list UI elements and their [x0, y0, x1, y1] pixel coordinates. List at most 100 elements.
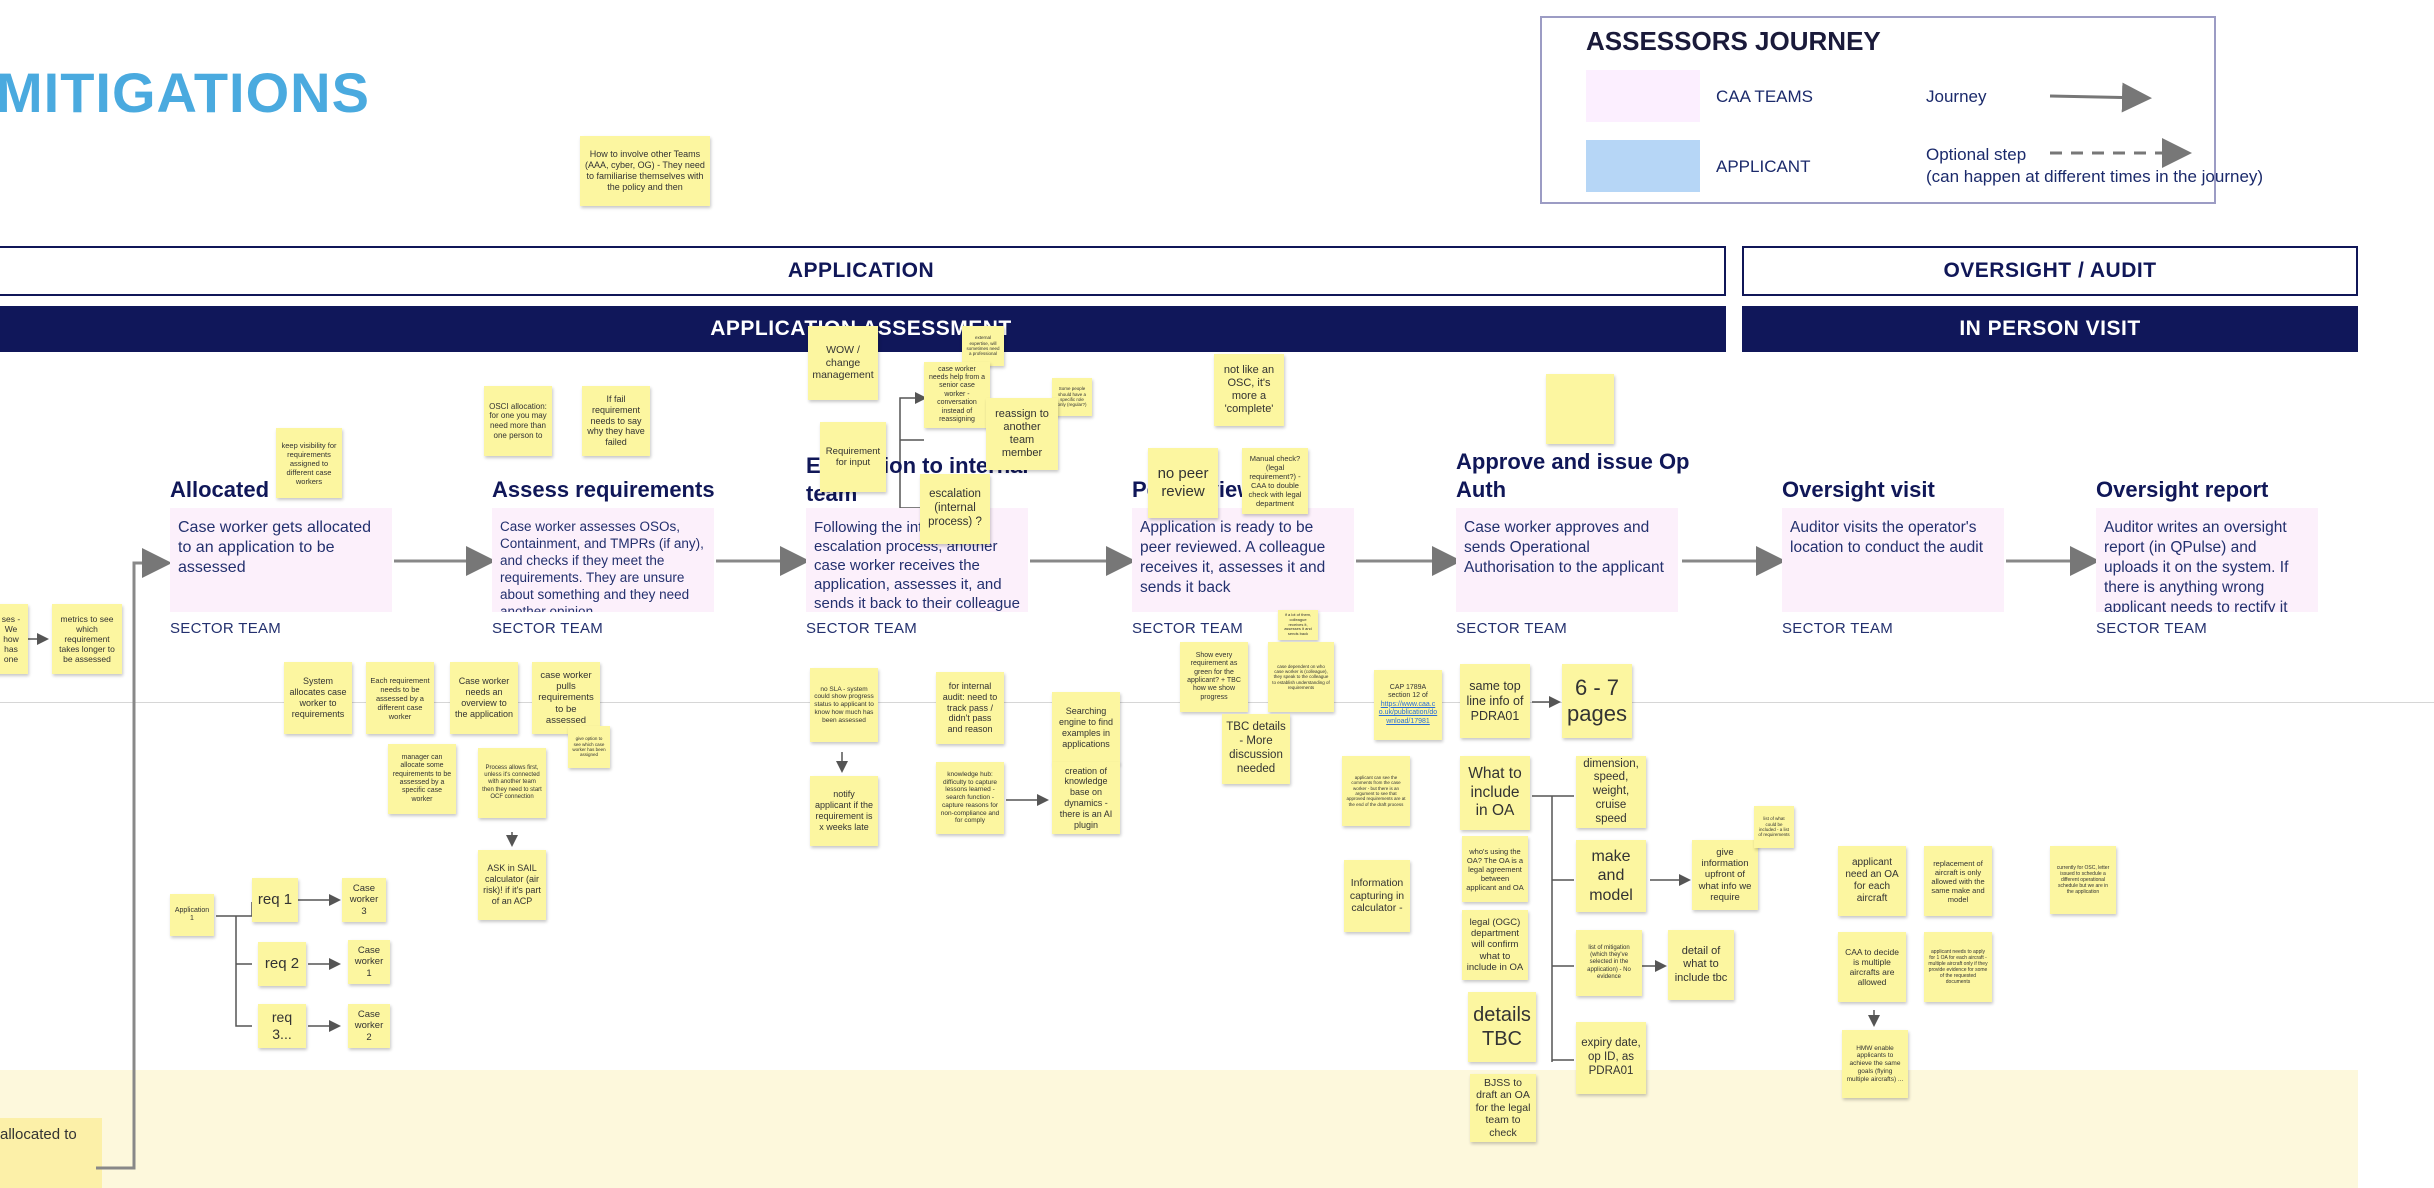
sticky-note-requirement-input[interactable]: Requirement for input — [820, 422, 886, 492]
step-card-oversight-visit[interactable]: Auditor visits the operator's location t… — [1782, 508, 2004, 612]
sticky-note-give-option[interactable]: give option to see which case worker has… — [568, 726, 610, 768]
sticky-note-pulls-requirements[interactable]: case worker pulls requirements to be ass… — [532, 662, 600, 734]
step-title-approve-op-auth: Approve and issue Op Auth — [1456, 449, 1690, 502]
step-card-oversight-report[interactable]: Auditor writes an oversight report (in Q… — [2096, 508, 2318, 612]
step-card-allocated[interactable]: Case worker gets allocated to an applica… — [170, 508, 392, 612]
sticky-note-internal-audit[interactable]: for internal audit: need to track pass /… — [936, 672, 1004, 744]
optional-step-note: (can happen at different times in the jo… — [1926, 167, 2264, 186]
sticky-note-applicant-info[interactable]: applicant can see the comments from the … — [1342, 756, 1410, 826]
sticky-note-metrics[interactable]: metrics to see which requirement takes l… — [52, 604, 122, 674]
caa-teams-label: CAA TEAMS — [1716, 87, 1813, 106]
sticky-note-what-include[interactable]: What to include in OA — [1460, 756, 1530, 830]
sticky-note-replacement[interactable]: replacement of aircraft is only allowed … — [1924, 846, 1992, 916]
sticky-note-case-worker-2[interactable]: Case worker 2 — [348, 1004, 390, 1048]
sticky-note-six-seven-pages[interactable]: 6 - 7 pages — [1562, 664, 1632, 738]
cap-link[interactable]: https://www.caa.co.uk/publication/downlo… — [1378, 700, 1438, 725]
step-title-oversight-visit: Oversight visit — [1782, 477, 1935, 502]
step-title-assess-requirements: Assess requirements — [492, 477, 715, 502]
sticky-note-escalation-internal[interactable]: escalation (internal process) ? — [920, 474, 990, 544]
sticky-note-application-1[interactable]: Application 1 — [170, 894, 214, 936]
sticky-note-process-allows[interactable]: Process allows first, unless it's connec… — [478, 748, 546, 818]
board-title: MITIGATIONS — [0, 61, 370, 124]
sticky-note-overview[interactable]: Case worker needs an overview to the app… — [450, 662, 518, 734]
team-label-assess: SECTOR TEAM — [492, 620, 604, 637]
sticky-note-cap-1789a[interactable]: CAP 1789A section 12 of https://www.caa.… — [1374, 670, 1442, 740]
sticky-note-info-calculator[interactable]: Information capturing in calculator - — [1344, 860, 1410, 932]
sticky-note-req-2[interactable]: req 2 — [258, 942, 306, 986]
team-label-allocated: SECTOR TEAM — [170, 620, 282, 637]
optional-step-label: Optional step — [1926, 145, 2027, 164]
sticky-note-keep-visibility[interactable]: keep visibility for requirements assigne… — [276, 428, 342, 498]
sticky-note-case-worker-help[interactable]: case worker needs help from a senior cas… — [924, 362, 990, 428]
sticky-note-notify-applicant[interactable]: notify applicant if the requirement is x… — [810, 776, 878, 846]
sticky-note-manager-allocate[interactable]: manager can allocate some requirements t… — [388, 744, 456, 814]
sticky-note-case-worker-3[interactable]: Case worker 3 — [342, 878, 386, 922]
sticky-note-some-people[interactable]: Some people should have a specific role … — [1052, 378, 1092, 416]
sticky-note-applicant-oa[interactable]: applicant need an OA for each aircraft — [1838, 846, 1906, 916]
sticky-note-details-tbc[interactable]: details TBC — [1468, 992, 1536, 1062]
sticky-note-if-fail[interactable]: If fail requirement needs to say why the… — [582, 386, 650, 456]
step-title-allocated: Allocated — [170, 477, 270, 502]
sticky-note-same-top-line[interactable]: same top line info of PDRA01 — [1460, 664, 1530, 738]
sticky-note-detail-include[interactable]: detail of what to include tbc — [1668, 930, 1734, 1000]
team-label-peer-review: SECTOR TEAM — [1132, 620, 1244, 637]
team-label-escalation: SECTOR TEAM — [806, 620, 918, 637]
sticky-note-no-sla[interactable]: no SLA - system could show progress stat… — [810, 668, 878, 742]
journey-label: Journey — [1926, 87, 1987, 106]
applicant-swatch — [1586, 140, 1700, 192]
legend-title: ASSESSORS JOURNEY — [1586, 26, 1881, 56]
sticky-note-ask-sail[interactable]: ASK in SAIL calculator (air risk)! if it… — [478, 850, 546, 920]
sticky-note-blank[interactable] — [1546, 374, 1614, 444]
step-title-oversight-report: Oversight report — [2096, 477, 2269, 502]
note-arrow-app-tree — [216, 902, 253, 1027]
sticky-note-legal-ogc[interactable]: legal (OGC) department will confirm what… — [1462, 910, 1528, 980]
sticky-note-case-worker-1[interactable]: Case worker 1 — [348, 940, 390, 984]
sticky-note-peer-small-b[interactable]: case dependent on who case worker is (co… — [1268, 642, 1334, 712]
sticky-note-whos-using[interactable]: who's using the OA? The OA is a legal ag… — [1462, 836, 1528, 902]
sticky-note-applicant-apply[interactable]: applicant needs to apply for 1 OA for ea… — [1924, 932, 1992, 1002]
sticky-note-external-expertise[interactable]: external expertise, will sometimes need … — [962, 326, 1004, 366]
sticky-note-wow[interactable]: WOW / change management — [808, 326, 878, 400]
sticky-note-req-3[interactable]: req 3... — [258, 1004, 306, 1048]
phase-application: APPLICATION — [0, 246, 1726, 296]
sticky-note-knowledge-hub[interactable]: knowledge hub: difficulty to capture les… — [936, 762, 1004, 834]
applicant-lane-band — [0, 1070, 2358, 1188]
sticky-note-show-every[interactable]: Show every requirement as green for the … — [1180, 642, 1248, 712]
sticky-note-hmw-enable[interactable]: HMW enable applicants to achieve the sam… — [1842, 1030, 1908, 1098]
sticky-note-req-1[interactable]: req 1 — [252, 878, 298, 922]
sticky-note-not-like-osc[interactable]: not like an OSC, it's more a 'complete' — [1214, 354, 1284, 426]
sticky-note-osci-allocation[interactable]: OSCI allocation: for one you may need mo… — [484, 386, 552, 456]
sticky-note-give-information[interactable]: give information upfront of what info we… — [1692, 840, 1758, 910]
sticky-note-no-peer-review[interactable]: no peer review — [1148, 448, 1218, 518]
phase-oversight-audit: OVERSIGHT / AUDIT — [1742, 246, 2358, 296]
step-card-assess-requirements[interactable]: Case worker assesses OSOs, Containment, … — [492, 508, 714, 612]
step-card-approve-op-auth[interactable]: Case worker approves and sends Operation… — [1456, 508, 1678, 612]
sticky-note-involve-teams[interactable]: How to involve other Teams (AAA, cyber, … — [580, 136, 710, 206]
team-label-approve: SECTOR TEAM — [1456, 620, 1568, 637]
team-label-oversight-report: SECTOR TEAM — [2096, 620, 2208, 637]
step-card-escalation[interactable]: Following the internal escalation proces… — [806, 508, 1028, 612]
caa-teams-swatch — [1586, 70, 1700, 122]
sticky-note-search-engine[interactable]: Searching engine to find examples in app… — [1052, 692, 1120, 764]
sticky-note-peer-small-a[interactable]: if a lot of them, colleague receives it,… — [1278, 610, 1318, 640]
sticky-note-knowledge-base[interactable]: creation of knowledge base on dynamics -… — [1052, 762, 1120, 834]
sticky-note-manual-check[interactable]: Manual check? (legal requirement?) - CAA… — [1242, 448, 1308, 514]
sticky-note-expiry-date[interactable]: expiry date, op ID, as PDRA01 — [1576, 1022, 1646, 1094]
sticky-note-small-list[interactable]: list of what could be included - a list … — [1754, 806, 1794, 848]
allocated-to-note[interactable]: allocated to — [0, 1118, 102, 1188]
step-card-peer-review[interactable]: Application is ready to be peer reviewed… — [1132, 508, 1354, 612]
team-label-oversight-visit: SECTOR TEAM — [1782, 620, 1894, 637]
sticky-note-caa-decide[interactable]: CAA to decide is multiple aircrafts are … — [1838, 932, 1906, 1002]
sticky-note-dimension[interactable]: dimension, speed, weight, cruise speed — [1576, 756, 1646, 828]
subphase-in-person-visit: IN PERSON VISIT — [1742, 306, 2358, 352]
sticky-note-tbc-details[interactable]: TBC details - More discussion needed — [1222, 714, 1290, 784]
sticky-note-left-cut[interactable]: ses - We how has one — [0, 604, 28, 674]
sticky-note-system-allocates[interactable]: System allocates case worker to requirem… — [284, 662, 352, 734]
sticky-note-bjss-draft[interactable]: BJSS to draft an OA for the legal team t… — [1470, 1074, 1536, 1142]
sticky-note-make-model[interactable]: make and model — [1576, 840, 1646, 912]
sticky-note-each-requirement[interactable]: Each requirement needs to be assessed by… — [366, 662, 434, 734]
sticky-note-list-mitigation[interactable]: list of mitigation (which they've select… — [1576, 930, 1642, 996]
sticky-note-reassign[interactable]: reassign to another team member — [986, 398, 1058, 470]
legend-box — [1540, 16, 2216, 204]
sticky-note-currently-osc[interactable]: currently for OSC, letter issued to sche… — [2050, 846, 2116, 914]
